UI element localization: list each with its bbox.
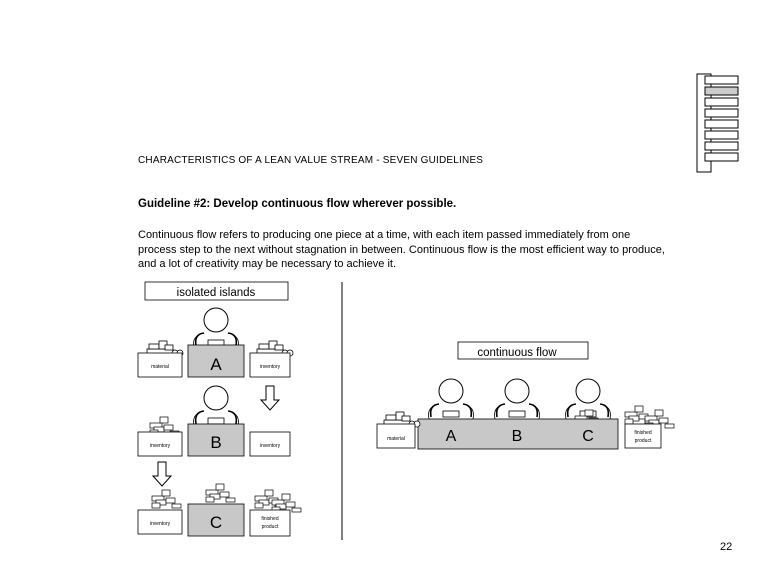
process-a-label: A: [210, 355, 222, 374]
row-a-input-label: material: [151, 364, 169, 370]
isolated-islands-label: isolated islands: [177, 287, 256, 299]
row-b-input-label: inventory: [150, 443, 171, 449]
row-c-input-label: inventory: [150, 521, 171, 527]
row-b-output-label: inventory: [260, 443, 281, 449]
nav-bar: [704, 152, 739, 162]
continuous-process-label: C: [582, 428, 594, 445]
nav-bar: [704, 130, 739, 140]
row-a-output-label: inventory: [260, 364, 281, 370]
isolated-islands-label-box: [144, 281, 289, 301]
process-b-box: [187, 423, 245, 457]
continuous-output-line2: product: [635, 438, 652, 444]
body-paragraph: Continuous flow refers to producing one …: [138, 229, 665, 270]
continuous-process-box: [417, 418, 619, 450]
continuous-output-line1: finished: [634, 430, 651, 436]
page-heading: CHARACTERISTICS OF A LEAN VALUE STREAM -…: [138, 155, 484, 166]
continuous-process-label: A: [446, 428, 457, 445]
page-number: 22: [720, 541, 733, 553]
process-c-box: [187, 503, 245, 537]
continuous-flow-label: continuous flow: [477, 347, 557, 359]
process-a-box: [187, 344, 245, 378]
nav-bar: [704, 119, 739, 129]
nav-bar: [704, 108, 739, 118]
continuous-input-label: material: [387, 436, 405, 442]
down-arrow-icon: [260, 385, 280, 411]
down-arrow-icon: [152, 461, 172, 487]
nav-bar: [704, 86, 739, 96]
process-b-label: B: [210, 433, 221, 452]
guideline-nav-icon: [696, 73, 739, 173]
process-c-label: C: [210, 513, 222, 532]
nav-bar: [704, 97, 739, 107]
guideline-title: Guideline #2: Develop continuous flow wh…: [138, 198, 457, 210]
nav-bar: [704, 75, 739, 85]
nav-bar: [704, 141, 739, 151]
continuous-flow-label-box: [457, 341, 589, 360]
row-c-output-line2: product: [262, 524, 279, 530]
continuous-process-label: B: [512, 428, 523, 445]
row-c-output-line1: finished: [261, 516, 278, 522]
